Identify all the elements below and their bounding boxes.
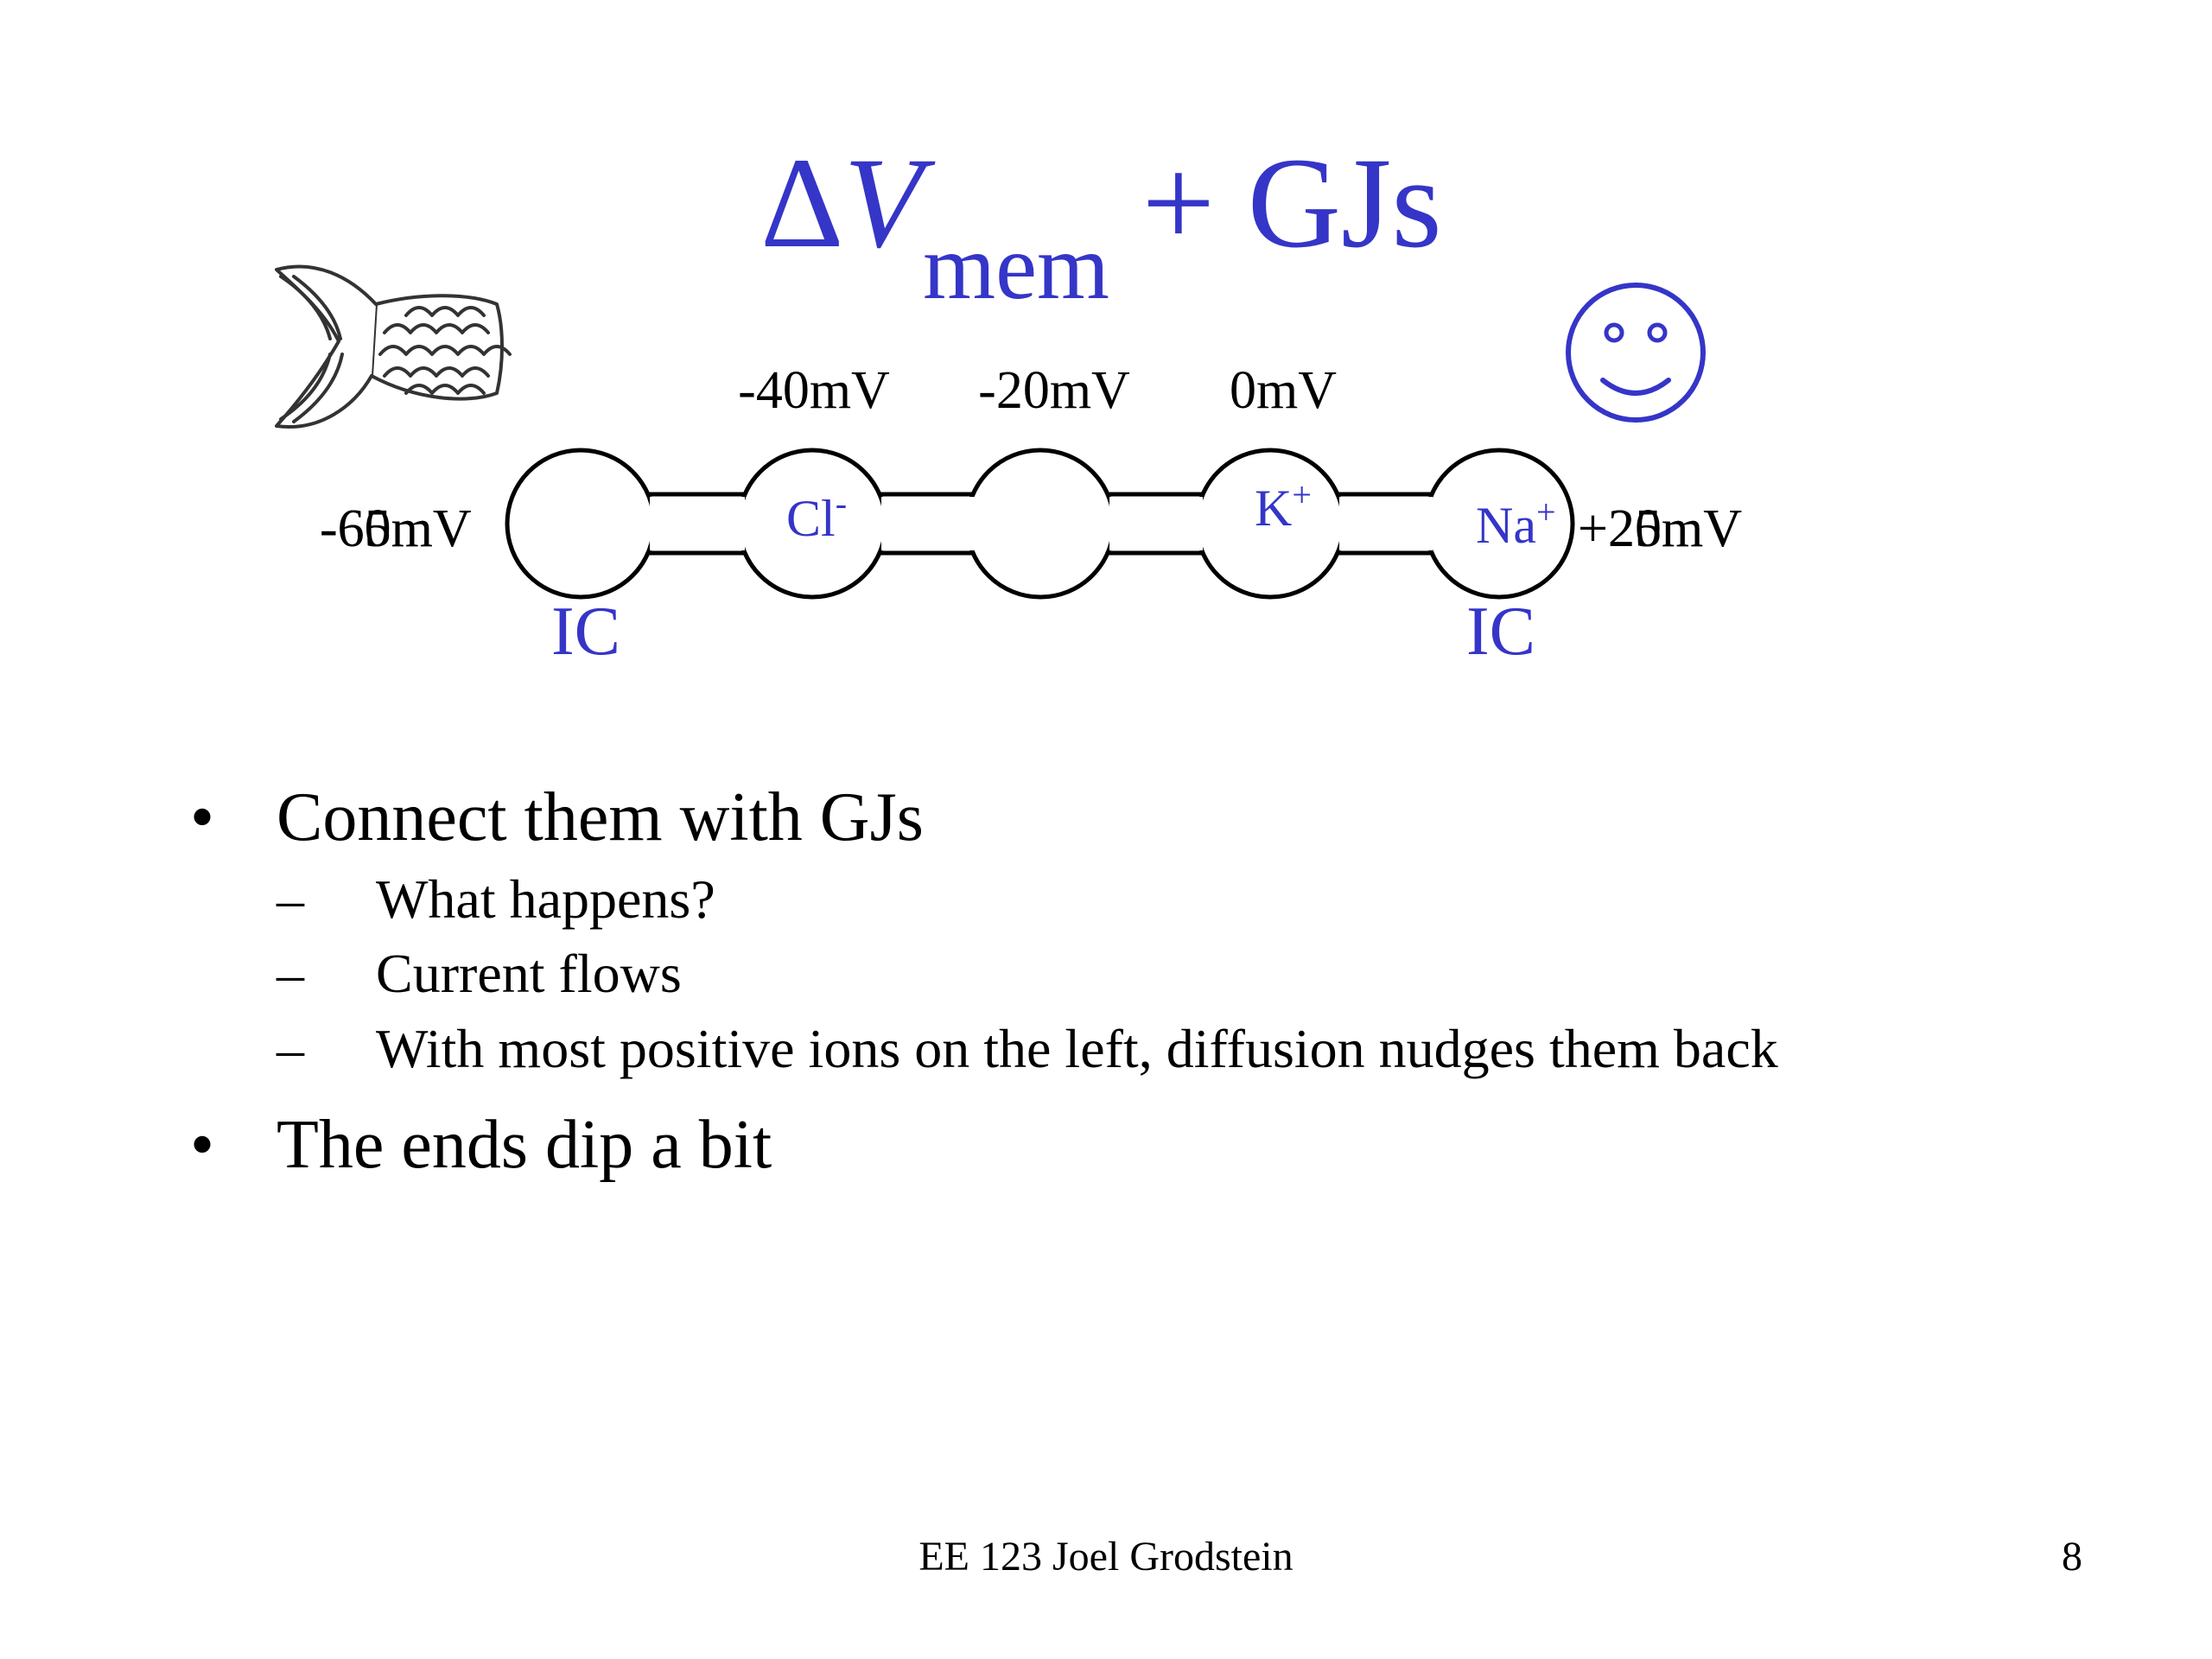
bullet-text: Connect them with GJs	[276, 779, 924, 855]
right-voltage-label: +20mV	[1578, 499, 1742, 558]
cell-3	[964, 448, 1116, 600]
title-rest: + GJs	[1109, 131, 1442, 275]
cells	[505, 448, 1575, 600]
bullet-marker: •	[190, 1107, 215, 1184]
bullet-list: • Connect them with GJs – What happens? …	[190, 778, 2056, 1204]
sub-bullet-list: – What happens? – Current flows – With m…	[276, 862, 2056, 1086]
cell-chain-diagram: -40mV -20mV 0mV	[275, 264, 1742, 670]
ion-label-cl: Cl-	[786, 484, 847, 547]
smiley-face-icon	[1566, 283, 1706, 423]
page-number: 8	[2062, 1534, 2082, 1580]
ion-cl-base: Cl	[786, 490, 836, 547]
title-v: V	[843, 131, 924, 275]
channel-edges	[650, 492, 1433, 556]
sub-bullet-marker: –	[276, 1017, 304, 1079]
sub-bullet-marker: –	[276, 868, 304, 930]
channel-interiors	[650, 497, 1433, 550]
footer-text: EE 123 Joel Grodstein	[918, 1534, 1294, 1580]
bullet-text: The ends dip a bit	[276, 1107, 772, 1184]
sub-bullet-item: – With most positive ions on the left, d…	[276, 1012, 2056, 1086]
ion-na-sup: +	[1536, 493, 1556, 531]
ic-label-left: IC	[551, 594, 620, 670]
left-voltage-label-overlay: -65mV	[320, 499, 472, 558]
ion-na-base: Na	[1476, 497, 1536, 554]
ion-k-base: K	[1255, 480, 1292, 537]
left-voltage-label: -60mV	[320, 499, 472, 558]
sub-bullet-item: – What happens?	[276, 862, 2056, 937]
ion-k-sup: +	[1292, 475, 1312, 514]
title-delta: Δ	[760, 131, 844, 275]
bullet-item: • The ends dip a bit	[190, 1105, 2056, 1185]
sub-bullet-item: – Current flows	[276, 937, 2056, 1011]
ion-label-na: Na+	[1476, 493, 1556, 554]
ion-cl-sup: -	[836, 484, 847, 523]
bullet-marker: •	[190, 779, 215, 855]
voltage-label-cell-3: -20mV	[978, 361, 1130, 420]
sub-bullet-text: What happens?	[376, 868, 715, 930]
sub-bullet-marker: –	[276, 943, 304, 1005]
title-subscript: mem	[923, 216, 1110, 319]
fish-tail-icon	[275, 264, 512, 429]
ion-label-k: K+	[1255, 475, 1312, 537]
sub-bullet-text: With most positive ions on the left, dif…	[376, 1017, 1778, 1079]
slide-title: ΔVmem + GJs	[760, 138, 1442, 315]
right-voltage-label-overlay: +25mV	[1578, 499, 1742, 558]
voltage-label-cell-2: -40mV	[738, 361, 890, 420]
cell-1	[505, 448, 657, 600]
ic-label-right: IC	[1466, 594, 1535, 670]
voltage-label-cell-4: 0mV	[1230, 361, 1337, 420]
bullet-item: • Connect them with GJs – What happens? …	[190, 778, 2056, 1086]
sub-bullet-text: Current flows	[376, 943, 682, 1005]
